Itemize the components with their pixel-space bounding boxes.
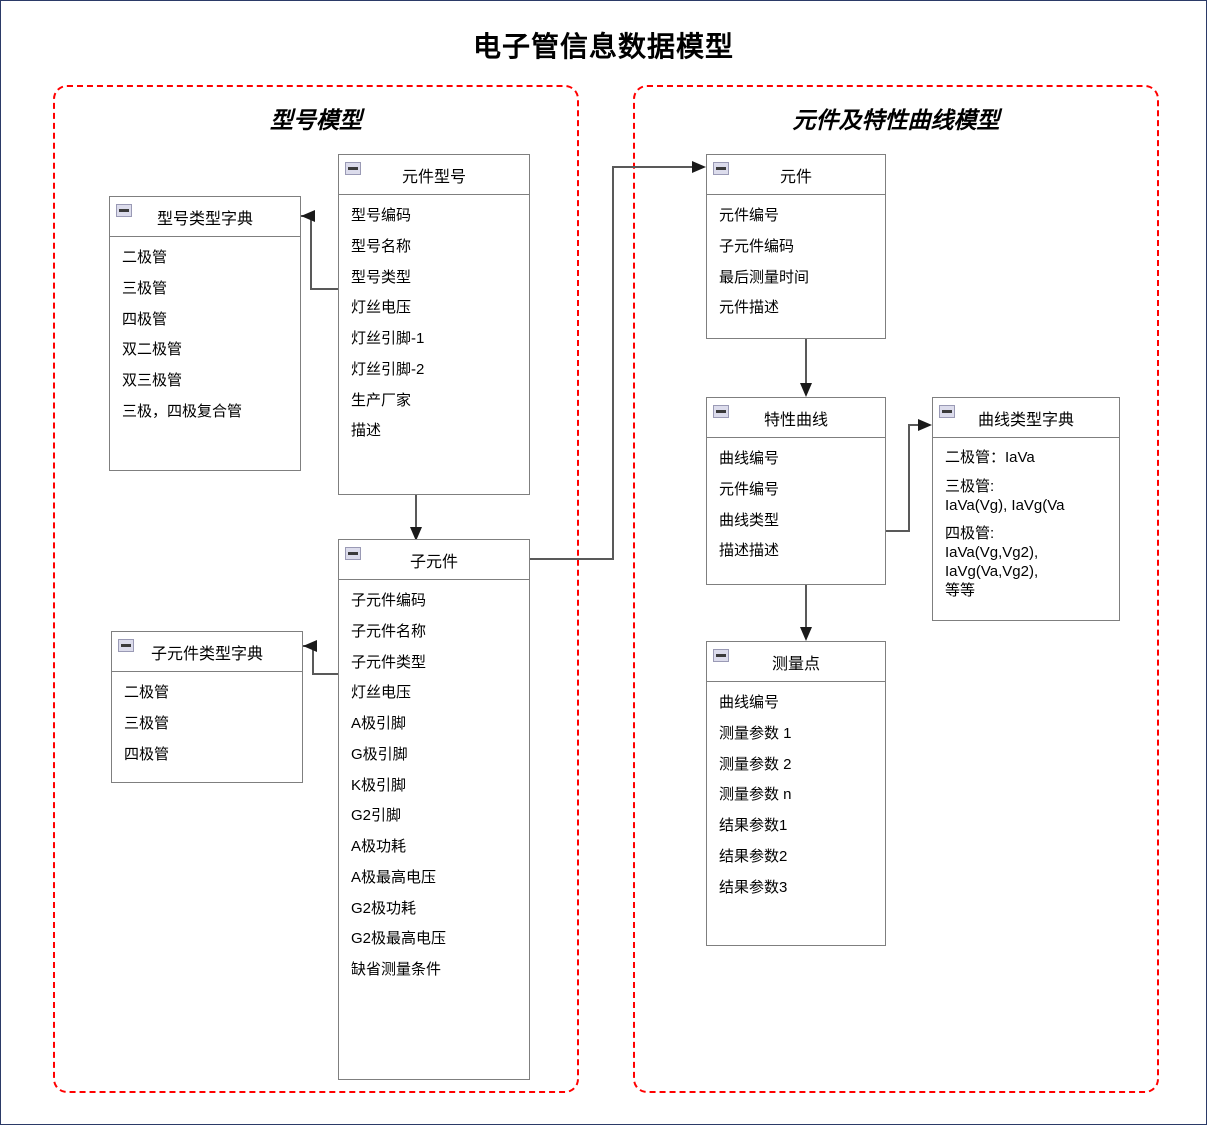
field-row: 元件编号 bbox=[719, 207, 780, 224]
field-row: 四极管 bbox=[124, 745, 170, 763]
field-row: 测量参数 n bbox=[719, 786, 792, 804]
field-row: 子元件编码 bbox=[351, 592, 427, 609]
field-row: A极功耗 bbox=[351, 838, 407, 855]
entity-header[interactable]: 子元件 bbox=[339, 540, 529, 580]
group-model-title: 型号模型 bbox=[270, 107, 362, 133]
entity-fields: 二极管：IaVa 三极管: IaVa(Vg), IaVg(Va 四极管: IaV… bbox=[933, 438, 1119, 611]
group-component-curve-title: 元件及特性曲线模型 bbox=[792, 107, 1000, 133]
field-row: 描述 bbox=[351, 422, 382, 440]
collapse-minus-icon[interactable] bbox=[713, 162, 729, 175]
entity-title: 子元件类型字典 bbox=[150, 645, 263, 663]
field-row: 四极管 bbox=[122, 310, 168, 328]
entity-curve-type-dict[interactable]: 曲线类型字典 二极管：IaVa 三极管: IaVa(Vg), IaVg(Va 四… bbox=[932, 397, 1120, 621]
field-row: 子元件名称 bbox=[351, 622, 427, 640]
entity-header[interactable]: 元件 bbox=[707, 155, 885, 195]
entity-header[interactable]: 曲线类型字典 bbox=[933, 398, 1119, 438]
field-row: 子元件类型 bbox=[351, 653, 427, 671]
entity-fields: 曲线编号 测量参数 1 测量参数 2 测量参数 n 结果参数1 结果参数2 结果… bbox=[707, 682, 885, 909]
entity-title: 元件 bbox=[779, 168, 812, 186]
field-row: 元件描述 bbox=[719, 299, 780, 317]
collapse-minus-icon[interactable] bbox=[713, 405, 729, 418]
field-row: 结果参数3 bbox=[719, 878, 788, 896]
field-row: 三极管: IaVa(Vg), IaVg(Va bbox=[945, 477, 1065, 514]
entity-title: 子元件 bbox=[409, 553, 458, 571]
field-row: 三极管 bbox=[122, 279, 168, 297]
entity-component[interactable]: 元件 元件编号 子元件编码 最后测量时间 元件描述 bbox=[706, 154, 886, 339]
field-row: A极最高电压 bbox=[351, 868, 437, 886]
entity-header[interactable]: 子元件类型字典 bbox=[112, 632, 302, 672]
field-row: 曲线编号 bbox=[719, 450, 780, 467]
field-row: K极引脚 bbox=[351, 776, 407, 794]
page-title: 电子管信息数据模型 bbox=[472, 31, 734, 62]
group-component-curve: 元件及特性曲线模型 bbox=[633, 85, 1159, 1093]
entity-header[interactable]: 元件型号 bbox=[339, 155, 529, 195]
entity-fields: 元件编号 子元件编码 最后测量时间 元件描述 bbox=[707, 195, 885, 330]
field-row: 测量参数 1 bbox=[719, 724, 792, 742]
field-row: 灯丝引脚-2 bbox=[351, 360, 425, 378]
field-row: 描述描述 bbox=[719, 542, 780, 560]
field-row: A极引脚 bbox=[351, 715, 407, 732]
collapse-minus-icon[interactable] bbox=[345, 162, 361, 175]
entity-title: 测量点 bbox=[771, 655, 820, 673]
field-row: 缺省测量条件 bbox=[351, 961, 442, 978]
entity-model-type-dict[interactable]: 型号类型字典 二极管 三极管 四极管 双二极管 双三极管 三极，四极复合管 bbox=[109, 196, 301, 471]
entity-fields: 二极管 三极管 四极管 bbox=[112, 672, 302, 776]
field-row: G2引脚 bbox=[351, 807, 402, 825]
entity-title: 特性曲线 bbox=[763, 411, 828, 429]
field-row: G2极最高电压 bbox=[351, 930, 447, 948]
field-row: 测量参数 2 bbox=[719, 755, 792, 773]
entity-characteristic-curve[interactable]: 特性曲线 曲线编号 元件编号 曲线类型 描述描述 bbox=[706, 397, 886, 585]
collapse-minus-icon[interactable] bbox=[118, 639, 134, 652]
field-row: 二极管 bbox=[122, 249, 168, 266]
entity-header[interactable]: 测量点 bbox=[707, 642, 885, 682]
entity-measure-point[interactable]: 测量点 曲线编号 测量参数 1 测量参数 2 测量参数 n 结果参数1 结果参数… bbox=[706, 641, 886, 946]
field-row: 灯丝电压 bbox=[351, 684, 412, 702]
group-model: 型号模型 bbox=[53, 85, 579, 1093]
collapse-minus-icon[interactable] bbox=[713, 649, 729, 662]
entity-title: 曲线类型字典 bbox=[977, 411, 1074, 429]
field-row: 二极管：IaVa bbox=[945, 449, 1035, 466]
field-row: 元件编号 bbox=[719, 480, 780, 498]
entity-title: 型号类型字典 bbox=[156, 210, 253, 228]
field-row: 二极管 bbox=[124, 684, 170, 701]
field-row: 型号名称 bbox=[351, 237, 412, 255]
field-row: 结果参数2 bbox=[719, 847, 788, 865]
collapse-minus-icon[interactable] bbox=[939, 405, 955, 418]
entity-title: 元件型号 bbox=[401, 168, 466, 186]
entity-header[interactable]: 型号类型字典 bbox=[110, 197, 300, 237]
entity-sub-component-type-dict[interactable]: 子元件类型字典 二极管 三极管 四极管 bbox=[111, 631, 303, 783]
field-row: 灯丝引脚-1 bbox=[351, 330, 425, 347]
field-row: 子元件编码 bbox=[719, 237, 795, 255]
field-row: 曲线类型 bbox=[719, 511, 780, 529]
entity-fields: 曲线编号 元件编号 曲线类型 描述描述 bbox=[707, 438, 885, 573]
field-row: 型号编码 bbox=[351, 207, 412, 224]
field-row: G极引脚 bbox=[351, 745, 408, 763]
field-row: 生产厂家 bbox=[351, 391, 412, 409]
field-row: 结果参数1 bbox=[719, 817, 788, 834]
field-row: G2极功耗 bbox=[351, 899, 417, 917]
entity-fields: 子元件编码 子元件名称 子元件类型 灯丝电压 A极引脚 G极引脚 K极引脚 G2… bbox=[339, 580, 529, 992]
field-row: 型号类型 bbox=[351, 268, 412, 286]
entity-header[interactable]: 特性曲线 bbox=[707, 398, 885, 438]
field-row: 曲线编号 bbox=[719, 694, 780, 711]
collapse-minus-icon[interactable] bbox=[116, 204, 132, 217]
field-row: 四极管: IaVa(Vg,Vg2), IaVg(Va,Vg2), 等等 bbox=[945, 525, 1039, 599]
entity-fields: 型号编码 型号名称 型号类型 灯丝电压 灯丝引脚-1 灯丝引脚-2 生产厂家 描… bbox=[339, 195, 529, 453]
field-row: 灯丝电压 bbox=[351, 299, 412, 317]
field-row: 最后测量时间 bbox=[719, 268, 810, 286]
entity-sub-component[interactable]: 子元件 子元件编码 子元件名称 子元件类型 灯丝电压 A极引脚 G极引脚 K极引… bbox=[338, 539, 530, 1080]
field-row: 三极管 bbox=[124, 714, 170, 732]
field-row: 三极，四极复合管 bbox=[122, 402, 243, 420]
entity-component-model[interactable]: 元件型号 型号编码 型号名称 型号类型 灯丝电压 灯丝引脚-1 灯丝引脚-2 生… bbox=[338, 154, 530, 495]
field-row: 双二极管 bbox=[122, 341, 183, 359]
field-row: 双三极管 bbox=[122, 372, 183, 389]
collapse-minus-icon[interactable] bbox=[345, 547, 361, 560]
entity-fields: 二极管 三极管 四极管 双二极管 双三极管 三极，四极复合管 bbox=[110, 237, 300, 434]
